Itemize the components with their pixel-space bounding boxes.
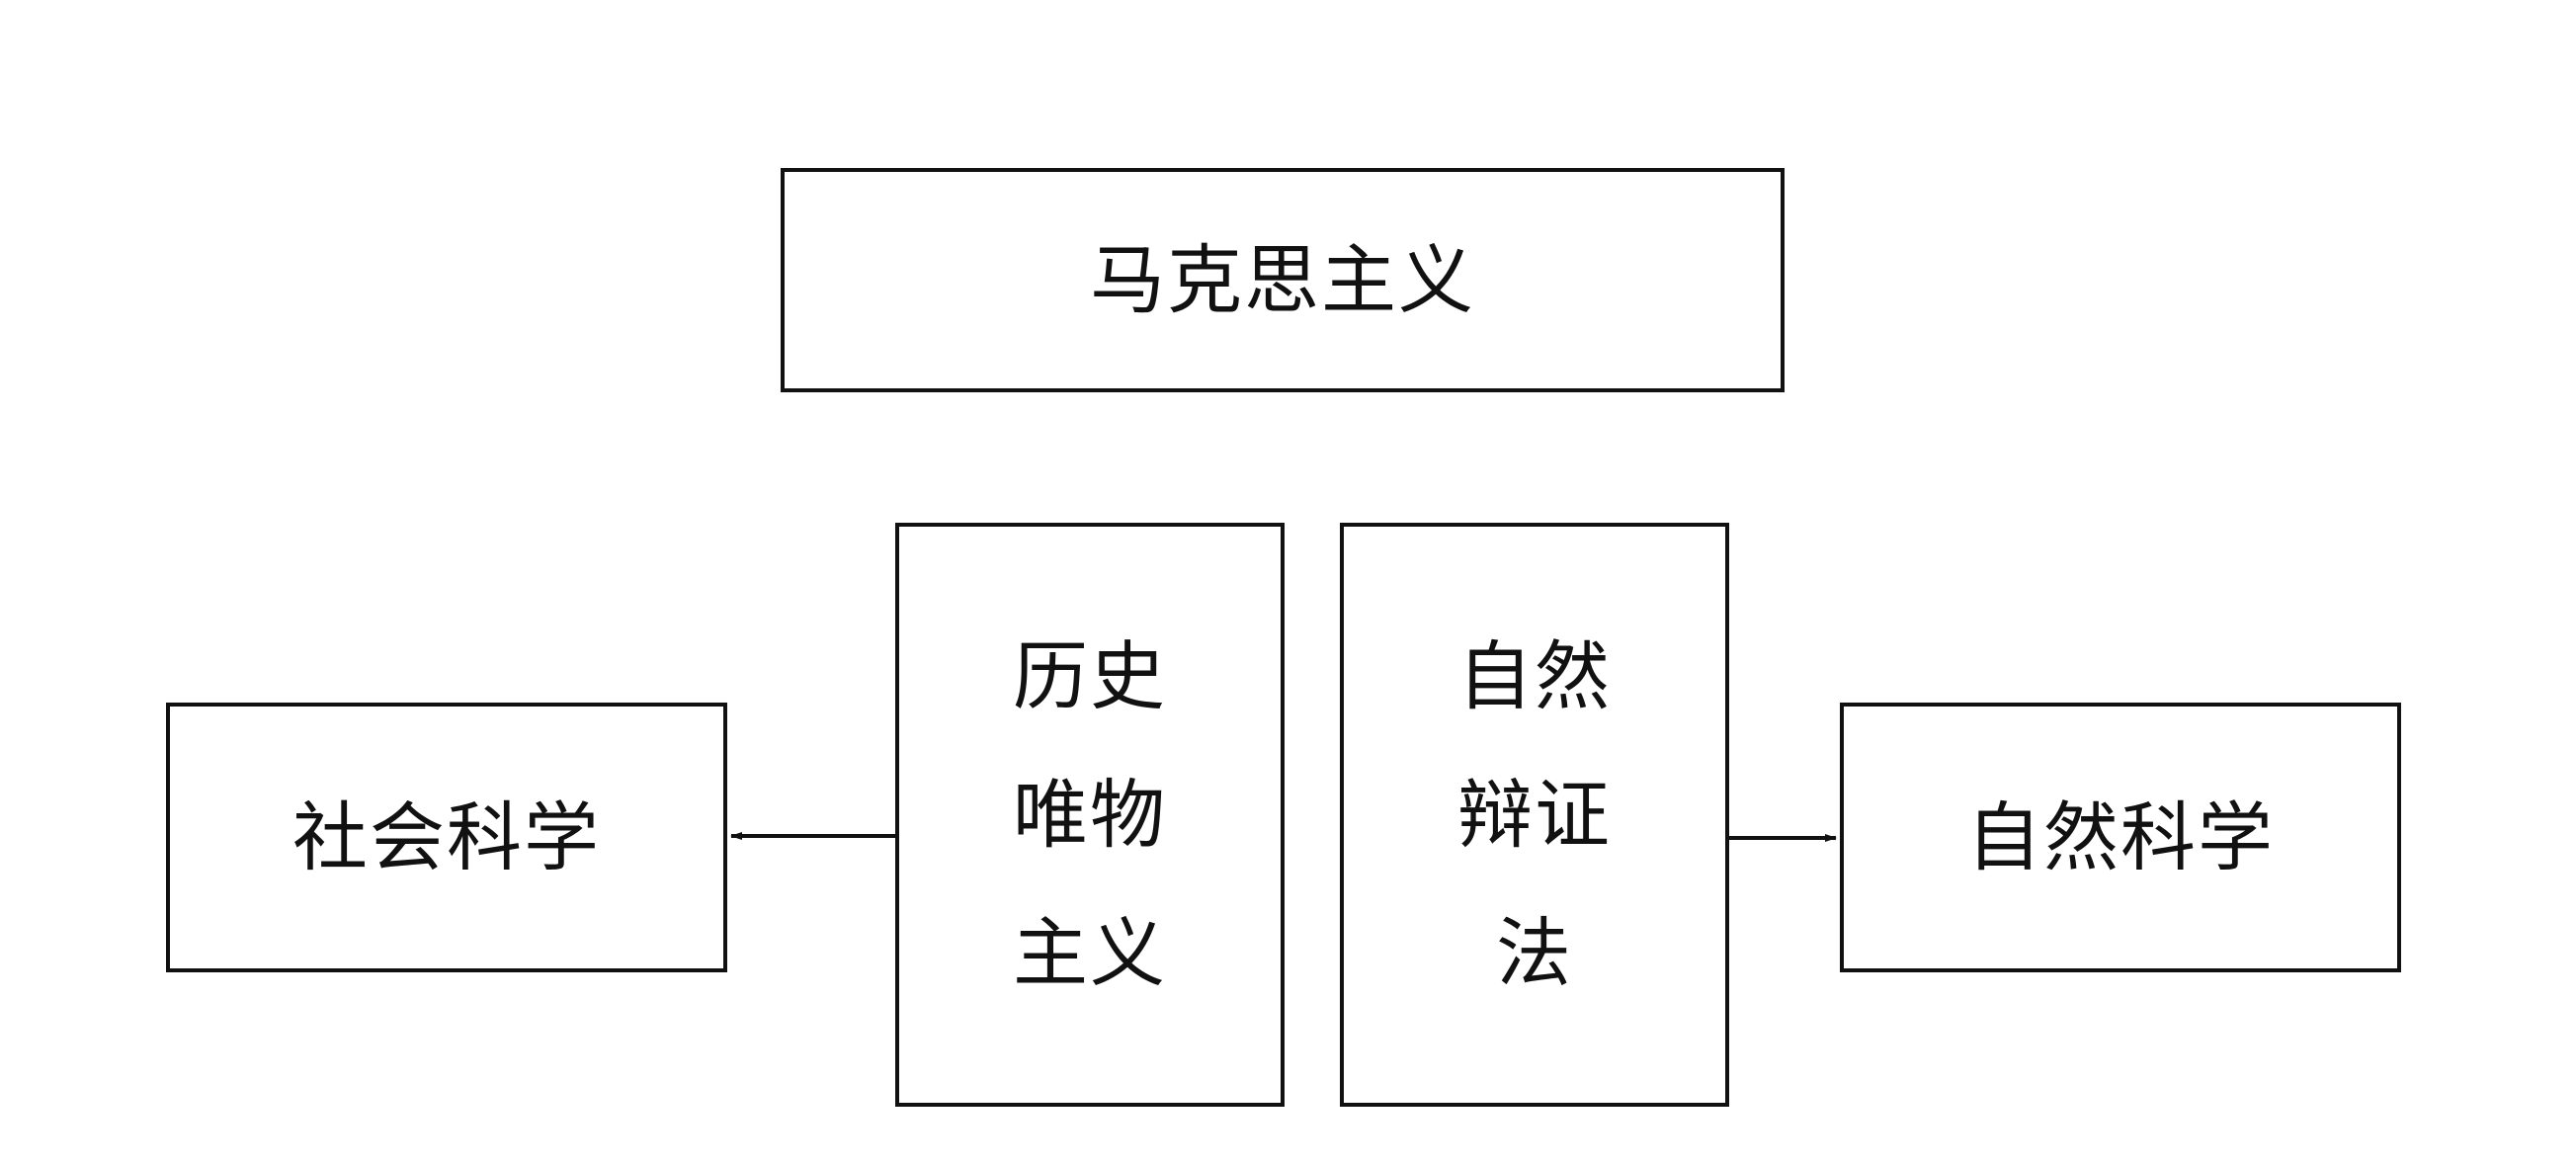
marxism-label: 马克思主义 — [1090, 235, 1475, 324]
natural-science-label: 自然科学 — [1966, 792, 2275, 881]
social-science-box: 社会科学 — [166, 703, 727, 972]
historical-materialism-line-2: 唯物 — [1013, 770, 1167, 859]
dialectics-of-nature-box: 自然 辩证 法 — [1340, 523, 1729, 1107]
dialectics-of-nature-line-3: 法 — [1496, 908, 1573, 997]
natural-science-box: 自然科学 — [1840, 703, 2401, 972]
dialectics-of-nature-line-2: 辩证 — [1457, 770, 1612, 859]
historical-materialism-line-1: 历史 — [1013, 631, 1167, 720]
social-science-label: 社会科学 — [292, 792, 601, 881]
dialectics-of-nature-line-1: 自然 — [1457, 631, 1612, 720]
marxism-box: 马克思主义 — [781, 168, 1785, 392]
historical-materialism-line-3: 主义 — [1013, 908, 1167, 997]
historical-materialism-box: 历史 唯物 主义 — [895, 523, 1285, 1107]
historical-materialism-label: 历史 唯物 主义 — [1013, 631, 1167, 997]
dialectics-of-nature-label: 自然 辩证 法 — [1457, 631, 1612, 997]
